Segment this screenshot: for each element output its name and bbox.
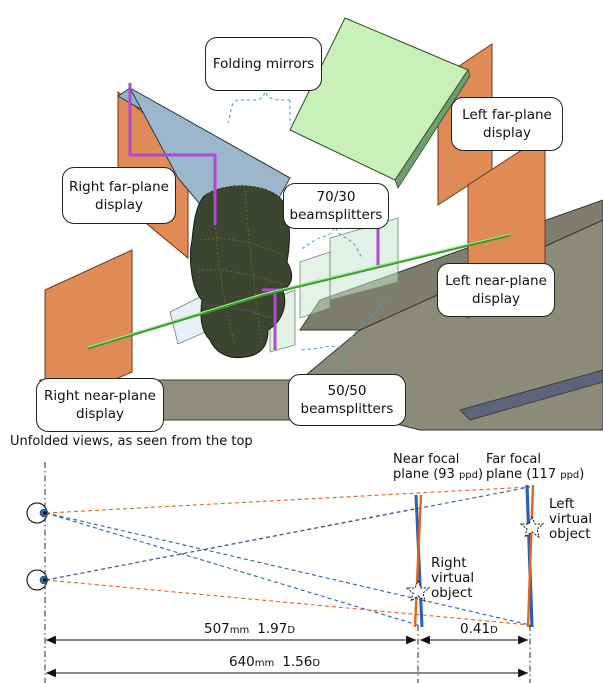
callout-left-near-plane-line2: display [472, 291, 520, 307]
right-virtual-object-label: Right virtual object [431, 556, 474, 601]
optical-axis-green [87, 233, 511, 350]
table-slot [459, 369, 603, 421]
callout-left-near-plane-line1: Left near-plane [445, 273, 547, 289]
dimension-gap-unit: D [490, 625, 498, 636]
left-virtual-object-line3: object [549, 526, 591, 542]
callout-right-near-plane: Right near-plane display [36, 378, 164, 432]
dimension-far-diopter-unit: D [312, 658, 321, 669]
dimension-near-label: 507mm 1.97D [204, 621, 295, 637]
callout-left-far-plane-line2: display [483, 125, 531, 141]
callout-beamsplitters-7030-line2: beamsplitters [289, 207, 383, 223]
near-focal-plane-line1: Near focal [393, 452, 460, 467]
far-focal-plane-line1: Far focal [486, 452, 541, 467]
dimension-far-unit: mm [254, 658, 275, 669]
callout-right-near-plane-line2: display [76, 406, 124, 422]
near-focal-plane-label: Near focal plane (93 ppd) [393, 452, 483, 483]
callout-beamsplitters-7030-line1: 70/30 [316, 189, 356, 205]
far-focal-plane-label: Far focal plane (117 ppd) [486, 452, 584, 483]
leader-lines [227, 86, 386, 370]
right-near-plane-display-panel [44, 249, 133, 411]
left-virtual-object-line1: Left [549, 496, 575, 512]
dimension-gap-label: 0.41D [460, 621, 498, 637]
right-virtual-object-line1: Right [431, 555, 467, 571]
dimension-far-label: 640mm 1.56D [229, 654, 320, 670]
callout-folding-mirrors: Folding mirrors [205, 37, 322, 91]
folding-mirror-left-edge [394, 69, 471, 189]
dimension-far-diopter: 1.56 [282, 654, 313, 670]
callout-right-near-plane-line1: Right near-plane [44, 388, 156, 404]
left-virtual-object-line2: virtual [549, 511, 593, 527]
beamsplitter-7030-b [299, 251, 331, 319]
callout-left-far-plane-line1: Left far-plane [462, 107, 552, 123]
callout-beamsplitters-5050: 50/50 beamsplitters [288, 374, 406, 426]
right-virtual-object-line2: virtual [431, 570, 475, 586]
far-focal-plane-text: plane (117 [486, 467, 561, 482]
dimension-far-value: 640 [229, 654, 255, 670]
callout-left-far-plane: Left far-plane display [451, 97, 563, 151]
callout-beamsplitters-5050-line1: 50/50 [327, 383, 367, 399]
dimension-near-value: 507 [204, 621, 230, 637]
dimension-gap-value: 0.41 [460, 621, 491, 637]
left-virtual-object-label: Left virtual object [549, 497, 592, 542]
far-focal-plane-line2: plane (117 ppd) [486, 467, 584, 483]
far-focal-plane-close: ) [579, 467, 585, 482]
dimension-near-unit: mm [229, 625, 250, 636]
callout-folding-mirrors-text: Folding mirrors [212, 56, 315, 72]
unfolded-view-caption: Unfolded views, as seen from the top [10, 434, 253, 449]
dimension-near-diopter-unit: D [287, 625, 296, 636]
far-focal-plane-unit: ppd [560, 470, 580, 481]
right-virtual-object-line3: object [431, 585, 473, 601]
near-focal-plane-line2: plane (93 ppd) [393, 467, 483, 483]
callout-beamsplitters-7030: 70/30 beamsplitters [283, 183, 389, 229]
callout-beamsplitters-5050-line2: beamsplitters [300, 401, 394, 417]
near-focal-plane-close: ) [478, 467, 484, 482]
dimension-near-diopter: 1.97 [257, 621, 288, 637]
near-focal-plane-unit: ppd [458, 470, 478, 481]
callout-left-near-plane: Left near-plane display [437, 263, 555, 317]
callout-right-far-plane: Right far-plane display [62, 167, 176, 224]
callout-right-far-plane-line1: Right far-plane [69, 178, 169, 195]
callout-right-far-plane-line2: display [95, 196, 143, 213]
near-focal-plane-text: plane (93 [393, 467, 459, 482]
